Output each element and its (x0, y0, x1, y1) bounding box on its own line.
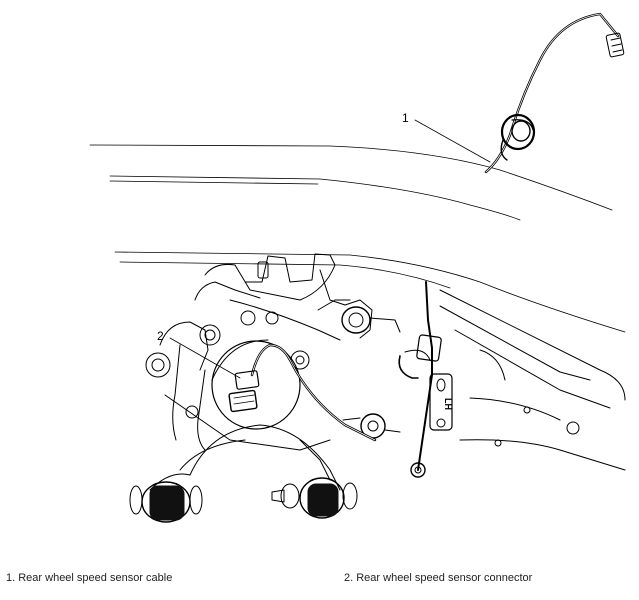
subframe (439, 289, 626, 471)
sensor-clip-bracket: LH (398, 334, 453, 478)
callout-1-leader (414, 119, 491, 163)
cable-end-connector (605, 32, 625, 58)
callout-2: 2 (157, 329, 241, 379)
sensor-cable (417, 12, 625, 471)
legend-item-sensor-connector: 2. Rear wheel speed sensor connector (344, 572, 533, 584)
legend-item-sensor-cable: 1. Rear wheel speed sensor cable (6, 572, 173, 584)
upper-arm-bushing (341, 299, 401, 339)
figure-legend: 1. Rear wheel speed sensor cable 2. Rear… (0, 572, 639, 592)
suspension-diagram: 1 (89, 12, 626, 523)
callout-2-leader (169, 337, 241, 379)
speed-sensor-harness (250, 343, 377, 442)
knuckle-assembly (145, 253, 351, 451)
bracket-tag: LH (443, 398, 453, 410)
callout-2-label: 2 (157, 329, 164, 343)
bushing-right (271, 477, 358, 519)
bushing-left (129, 481, 203, 523)
callout-1: 1 (402, 111, 491, 163)
callout-1-label: 1 (402, 111, 409, 125)
speed-sensor-connector (228, 370, 260, 413)
lower-bolt (342, 413, 401, 439)
lower-control-arm (149, 424, 341, 491)
cable-grommet (500, 113, 536, 161)
body-panel-lines (89, 144, 626, 333)
